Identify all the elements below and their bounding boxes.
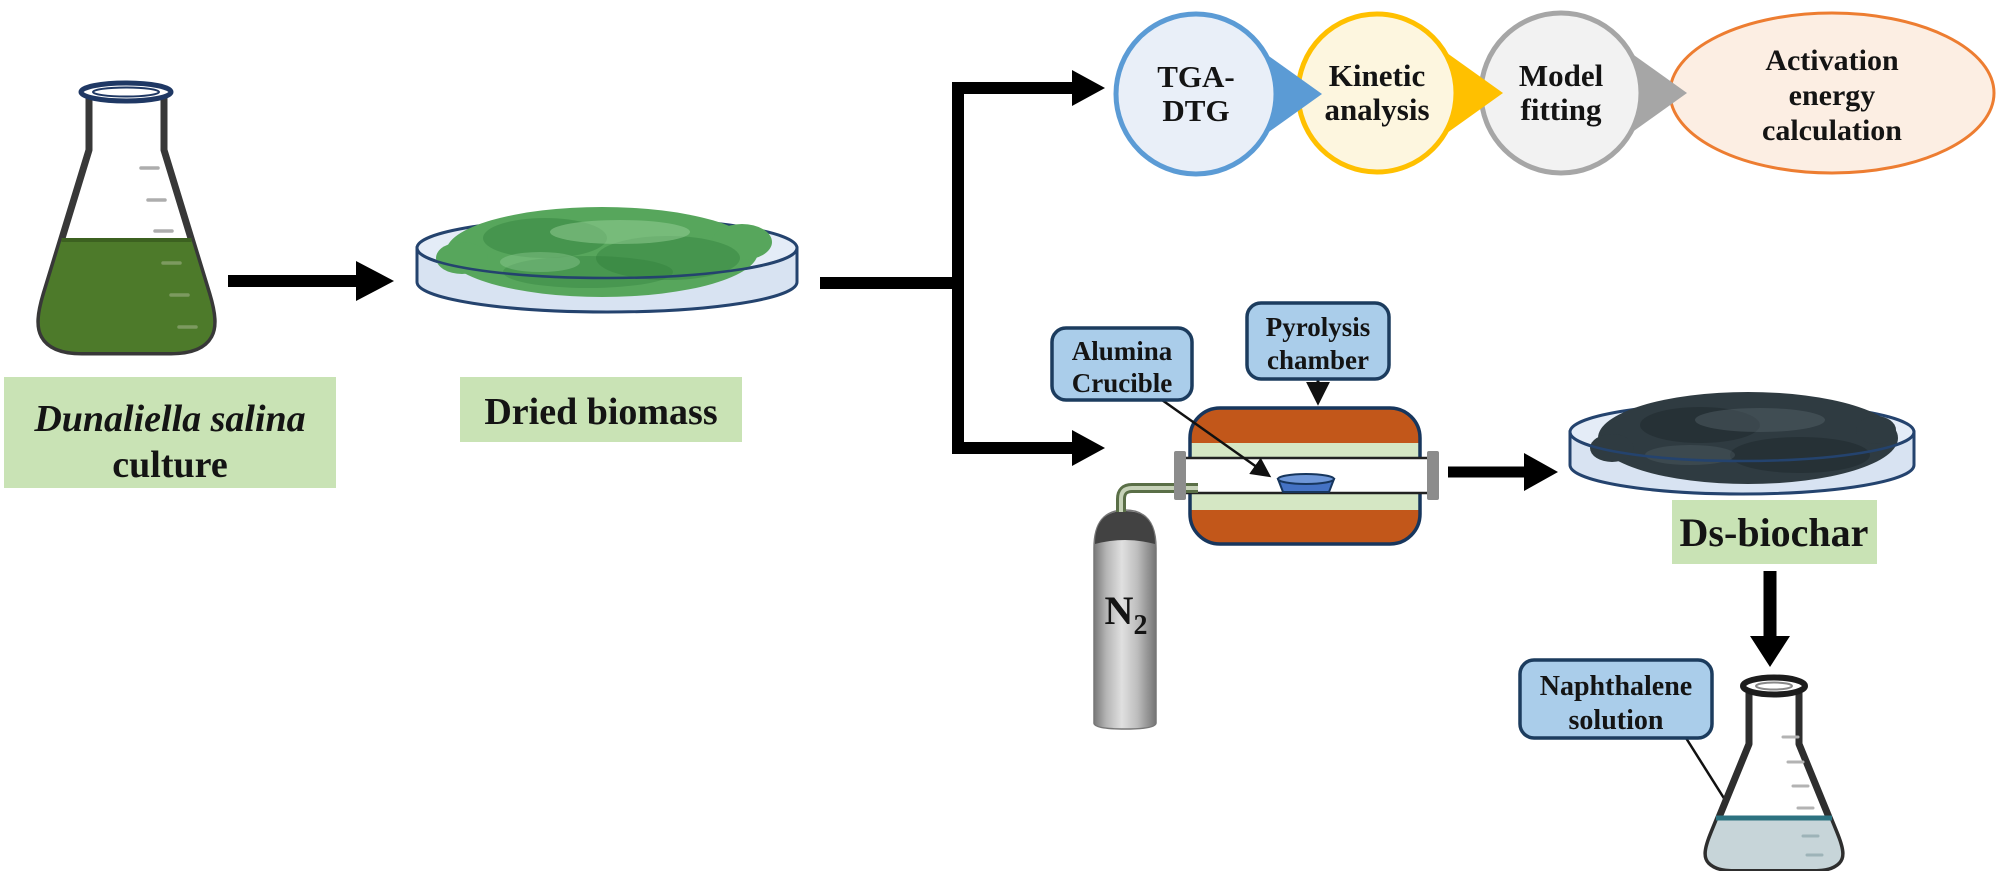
alumina-leader-line [1161,398,1272,478]
dish-front-rim [1568,431,1916,463]
alumina-crucible-callout: Alumina Crucible [1050,326,1272,478]
culture-flask-liquid [39,240,214,352]
arrow-chamber-to-biochar-head [1524,453,1558,491]
step-tga-dtg-label-line1: TGA- [1157,59,1235,94]
biomass-texture [503,256,673,288]
arrow-to-pyrolysis-head [1072,430,1105,466]
biomass-texture [500,252,580,272]
cylinder-body [1093,509,1157,730]
step-activation-label-line1: Activation [1765,44,1899,77]
pyrolysis-chamber [1116,406,1439,546]
gas-pipe [1116,483,1198,512]
connector-arrows [228,70,1790,667]
naphthalene-flask-liquid [1706,818,1842,869]
nitrogen-cylinder: N2 [1093,509,1157,730]
biochar-blob-edge [1590,434,1634,462]
biochar-blob-edge [1856,416,1896,444]
pyrolysis-callout-box [1245,301,1391,381]
culture-label-box [4,377,336,488]
dried-biomass-dish [415,207,799,314]
nitrogen-label: N2 [1105,588,1148,641]
culture-flask-rim-inner [92,86,160,98]
naphthalene-callout: Naphthalene solution [1518,658,1747,834]
biochar-texture [1695,408,1825,432]
chamber-insulation-bottom [1190,492,1420,510]
pyrolysis-callout-line2: chamber [1267,345,1369,375]
step-kinetic-label-line1: Kinetic [1329,58,1425,93]
dried-biomass-label-box [460,377,742,442]
biomass-blob-edge [712,224,772,260]
dried-biomass-label: Dried biomass [460,377,742,442]
tube-end-cap-right [1427,451,1439,500]
naphthalene-flask [1703,674,1845,871]
pyrolysis-callout-line1: Pyrolysis [1266,312,1371,342]
pyrolysis-chamber-callout: Pyrolysis chamber [1245,301,1391,406]
dish-front-rim [415,247,799,280]
cylinder-cap [1095,511,1155,544]
step-model-label-line2: fitting [1521,92,1602,127]
arrow-to-tga-head [1072,70,1105,106]
culture-label: Dunaliella salina culture [4,377,336,488]
tube-end-cap-left [1174,451,1186,500]
biochar-sample [1590,392,1898,484]
biochar-label-box [1672,500,1877,564]
step-tga-dtg-label-line2: DTG [1162,93,1229,128]
crucible-top [1277,473,1335,485]
naphthalene-flask-rim-inner [1755,681,1793,691]
naphthalene-callout-line1: Naphthalene [1540,671,1692,702]
alumina-callout-line2: Crucible [1072,368,1173,398]
biochar-dish [1568,392,1916,496]
step-activation-label-line3: calculation [1762,114,1902,147]
chamber-insulation-top [1190,443,1420,458]
biomass-texture [483,218,607,258]
step-model-label-line1: Model [1519,58,1604,93]
dried-biomass-label-text: Dried biomass [484,391,717,433]
culture-label-line2: culture [112,444,227,486]
step-activation-label-line2: energy [1789,79,1876,112]
biochar-texture [1640,407,1760,443]
step-tga-dtg-circle [1113,11,1279,177]
branch-connector [820,82,1075,454]
biochar-blob [1598,392,1898,484]
biochar-label-text: Ds-biochar [1680,510,1869,555]
kinetic-analysis-chain: TGA- DTG Kinetic analysis Model fitting … [1113,10,1996,177]
gas-pipe-highlight [1119,486,1198,512]
alumina-callout-line1: Alumina [1072,336,1173,366]
biomass-texture [550,220,690,244]
arrow-biochar-to-flask-head [1750,636,1790,667]
step-kinetic-label-line2: analysis [1324,92,1429,127]
biomass-texture [596,236,740,280]
naphthalene-callout-line2: solution [1569,705,1664,736]
culture-label-line1: Dunaliella salina [33,398,305,440]
biochar-label: Ds-biochar [1672,500,1877,564]
naphthalene-callout-box [1518,658,1714,740]
biochar-texture [1730,437,1870,473]
arrow-culture-to-biomass-head [356,261,394,301]
culture-flask [36,80,217,356]
alumina-callout-box [1050,326,1194,402]
